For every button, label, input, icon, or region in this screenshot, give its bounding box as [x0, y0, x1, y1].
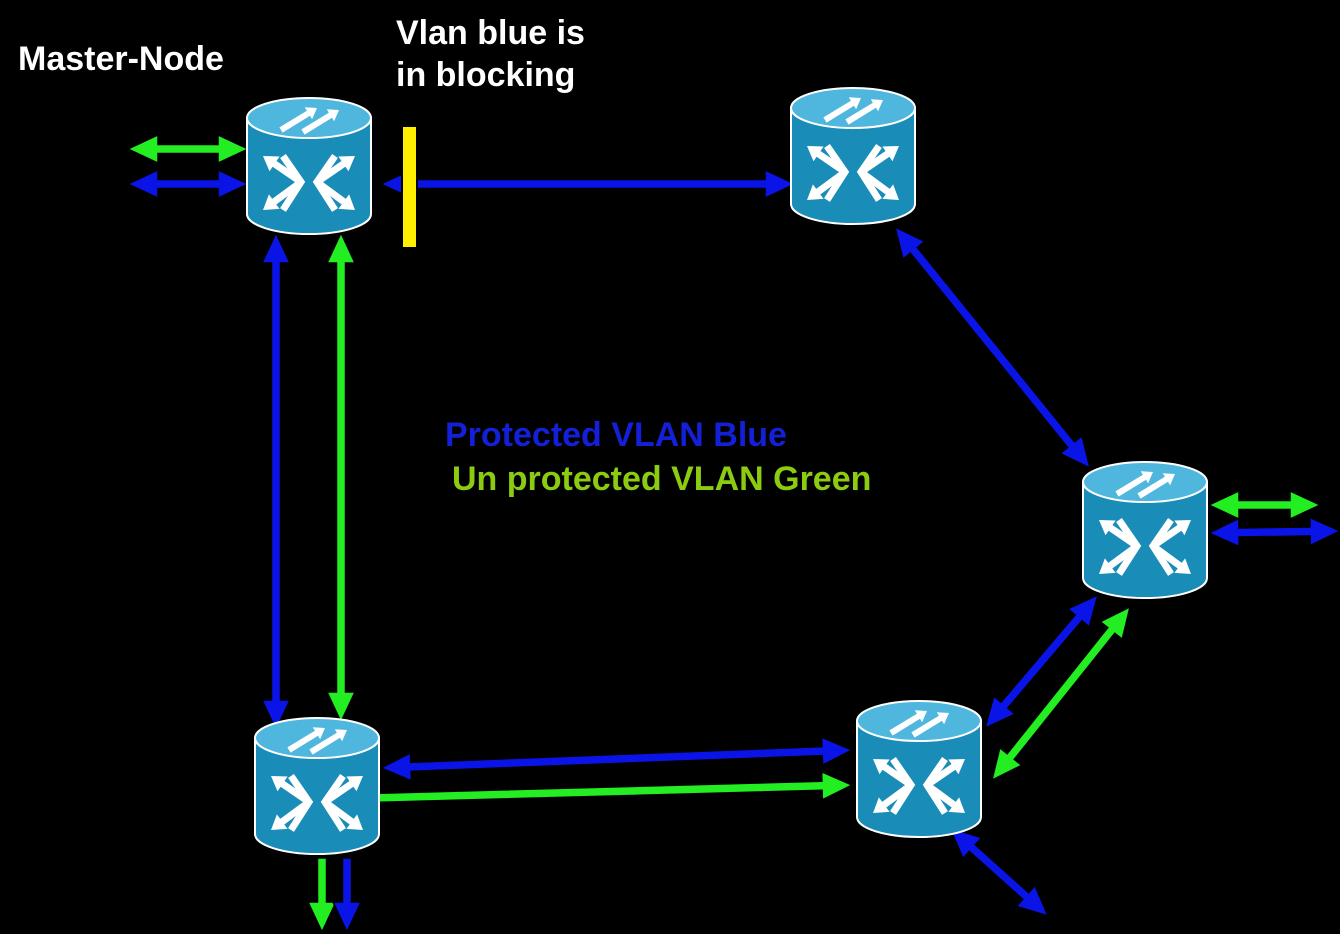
- bottom-right-switch-body: [856, 720, 982, 838]
- top-right-switch-body: [790, 107, 916, 225]
- bottom-left-switch: [254, 717, 380, 855]
- master-node-switch: [246, 97, 372, 235]
- blocking-annotation: Vlan blue is in blocking: [396, 12, 585, 96]
- protected-vlan-legend: Protected VLAN Blue: [445, 416, 787, 454]
- master-node-switch-top: [246, 97, 372, 139]
- right-external-blue-link: [1207, 516, 1340, 548]
- master-node-label: Master-Node: [18, 40, 224, 78]
- bottom-left-to-bottom-right-blue-link: [379, 736, 854, 782]
- bottom-left-external-blue-link: [331, 857, 363, 934]
- master-to-bottom-left-green-link: [325, 231, 357, 724]
- right-to-bottom-right-green-link: [990, 605, 1132, 782]
- bottom-right-external-blue-link: [948, 826, 1050, 918]
- blocking-port-marker: [401, 125, 418, 249]
- links-layer: [126, 133, 1340, 934]
- master-node-switch-body: [246, 117, 372, 235]
- top-right-switch: [790, 87, 916, 225]
- top-right-switch-top: [790, 87, 916, 129]
- nodes-layer: [246, 87, 1208, 855]
- right-to-bottom-right-blue-link: [983, 593, 1100, 730]
- top-right-to-right-blue-link: [893, 225, 1092, 470]
- switch-icon: [271, 727, 363, 832]
- bottom-left-switch-body: [254, 737, 380, 855]
- master-to-bottom-left-blue-link: [260, 231, 292, 732]
- right-external-green-link: [1207, 489, 1322, 521]
- bottom-left-to-bottom-right-green-link: [369, 770, 854, 804]
- master-external-blue-link: [126, 168, 250, 200]
- blocking-annotation-line-1: Vlan blue is: [396, 14, 585, 52]
- right-switch-body: [1082, 481, 1208, 599]
- switch-icon: [873, 710, 965, 815]
- switch-icon: [1099, 471, 1191, 576]
- switch-icon: [807, 97, 899, 202]
- master-to-top-right-blue-link: [379, 168, 797, 200]
- right-switch: [1082, 461, 1208, 599]
- master-external-green-link: [126, 133, 250, 165]
- switch-icon: [263, 107, 355, 212]
- right-switch-top: [1082, 461, 1208, 503]
- unprotected-vlan-legend: Un protected VLAN Green: [452, 460, 872, 498]
- bottom-left-switch-top: [254, 717, 380, 759]
- blocking-annotation-line-2: in blocking: [396, 56, 576, 94]
- bottom-right-switch: [856, 700, 982, 838]
- bottom-left-external-green-link: [306, 857, 338, 934]
- bottom-right-switch-top: [856, 700, 982, 742]
